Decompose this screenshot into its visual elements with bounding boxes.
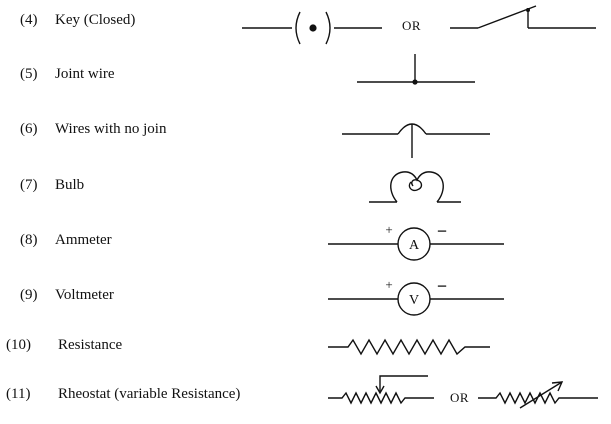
item-number: (6) (20, 121, 38, 137)
item-number: (4) (20, 12, 38, 28)
item-label: Bulb (55, 177, 85, 193)
item-number: (10) (6, 337, 31, 353)
item-label: Joint wire (55, 66, 115, 82)
item-number: (5) (20, 66, 38, 82)
wires-no-join-symbol (342, 123, 490, 158)
rheostat-slider-symbol (328, 375, 434, 405)
minus-terminal: − (437, 221, 447, 241)
item-number: (11) (6, 386, 31, 402)
key-closed-plug-symbol (242, 11, 382, 45)
minus-terminal: − (437, 276, 447, 296)
item-label: Wires with no join (55, 121, 167, 137)
item-number: (9) (20, 287, 38, 303)
item-label: Key (Closed) (55, 12, 136, 28)
item-label: Resistance (58, 337, 123, 353)
meter-letter: A (409, 238, 420, 253)
joint-wire-symbol (357, 54, 475, 85)
or-label: OR (450, 390, 470, 405)
plus-terminal: + (385, 277, 392, 292)
bulb-symbol (369, 171, 461, 203)
item-number: (7) (20, 177, 38, 193)
item-number: (8) (20, 232, 38, 248)
item-label: Ammeter (55, 232, 112, 248)
item-label: Voltmeter (55, 287, 114, 303)
plus-terminal: + (385, 222, 392, 237)
resistance-symbol (328, 338, 490, 356)
voltmeter-symbol: V + − (328, 276, 504, 316)
rheostat-arrow-symbol (478, 381, 598, 409)
key-closed-switch-symbol (450, 5, 596, 29)
ammeter-symbol: A + − (328, 221, 504, 261)
meter-letter: V (409, 293, 419, 308)
or-label: OR (402, 18, 422, 33)
item-label: Rheostat (variable Resistance) (58, 386, 241, 402)
